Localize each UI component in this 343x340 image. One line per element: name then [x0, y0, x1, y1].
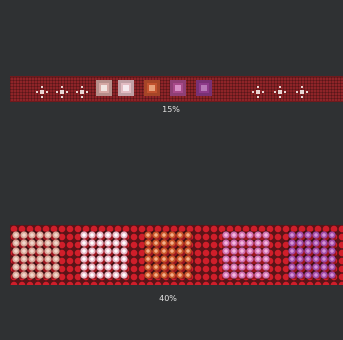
swatch-sparkle [56, 83, 68, 98]
swatch-center [175, 85, 181, 91]
swatch-sparkle [36, 83, 48, 98]
swatch-sparkle [252, 83, 264, 98]
swatch-square [118, 80, 134, 96]
swatch-sparkle [76, 83, 88, 98]
swatch-center [123, 85, 129, 91]
zoom-label-15: 15% [162, 105, 180, 114]
swatch-square [96, 80, 112, 96]
swatch-sparkle [274, 83, 286, 98]
swatch-sparkle [296, 83, 308, 98]
swatch-large [144, 231, 192, 279]
swatch-square [170, 80, 186, 96]
swatch-large [12, 231, 60, 279]
pattern-strip-15 [10, 76, 343, 102]
swatch-square [196, 80, 212, 96]
swatch-center [201, 85, 207, 91]
swatch-large [222, 231, 270, 279]
pattern-strip-40 [10, 225, 343, 285]
swatch-large [80, 231, 128, 279]
swatch-center [149, 85, 155, 91]
zoom-label-40: 40% [159, 294, 177, 303]
swatch-large [288, 231, 336, 279]
swatch-center [101, 85, 107, 91]
swatch-square [144, 80, 160, 96]
